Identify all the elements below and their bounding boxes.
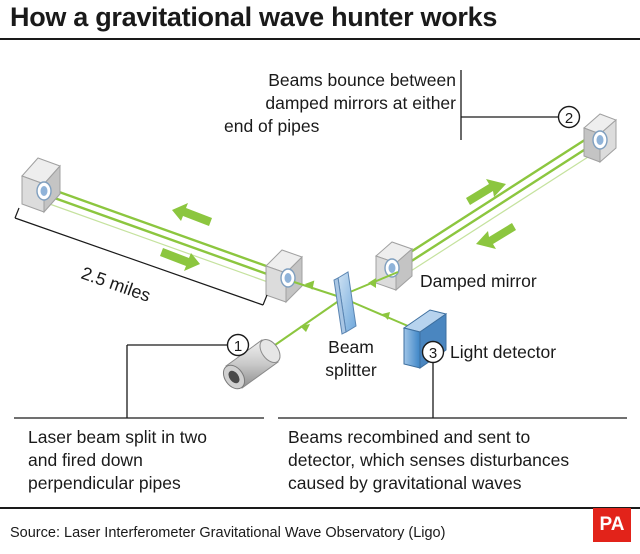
laser-beam-label: Laser beam split in two and fired down p…: [28, 426, 207, 495]
svg-text:1: 1: [234, 338, 242, 355]
right-arm-arrow-in-icon: [476, 223, 516, 249]
beams-bounce-line-2: damped mirrors at either: [265, 93, 456, 113]
footer-divider: [0, 507, 640, 509]
right-near-mirror-icon: [375, 241, 413, 292]
beams-bounce-line-1: Beams bounce between: [268, 70, 456, 90]
beam-splitter-icon: [333, 271, 357, 335]
svg-text:3: 3: [429, 345, 437, 362]
left-arm-arrow-in-icon: [160, 248, 200, 271]
recombined-line-3: caused by gravitational waves: [288, 473, 522, 493]
pa-logo: PA: [593, 508, 631, 542]
left-near-mirror-icon: [265, 249, 303, 304]
left-far-mirror-icon: [21, 157, 61, 214]
title-divider: [0, 38, 640, 40]
laser-beam-line-1: Laser beam split in two: [28, 427, 207, 447]
laser-beam-line-2: and fired down: [28, 450, 143, 470]
step-marker-2: 2: [557, 105, 581, 129]
leader-lines: [14, 70, 627, 419]
left-arm-arrow-out-icon: [172, 203, 212, 226]
beams-bounce-label: Beams bounce between damped mirrors at e…: [210, 69, 456, 138]
left-arm-beams: [43, 186, 284, 287]
recombined-line-1: Beams recombined and sent to: [288, 427, 531, 447]
svg-text:2: 2: [565, 110, 573, 127]
length-label: 2.5 miles: [79, 263, 154, 306]
recombined-line-2: detector, which senses disturbances: [288, 450, 570, 470]
beam-splitter-label: Beam splitter: [316, 336, 386, 382]
beam-splitter-line-1: Beam: [328, 337, 374, 357]
beam-splitter-line-2: splitter: [325, 360, 377, 380]
right-far-mirror-icon: [583, 113, 617, 164]
source-credit: Source: Laser Interferometer Gravitation…: [10, 525, 446, 541]
laser-emitter-icon: [222, 338, 281, 390]
laser-beam-line-3: perpendicular pipes: [28, 473, 181, 493]
recombined-label: Beams recombined and sent to detector, w…: [288, 426, 569, 495]
beams-bounce-line-3: end of pipes: [224, 116, 320, 136]
right-arm-beams: [391, 132, 603, 279]
damped-mirror-label: Damped mirror: [420, 271, 537, 291]
step-marker-1: 1: [226, 333, 250, 357]
page-title: How a gravitational wave hunter works: [10, 2, 498, 32]
right-arm-arrow-out-icon: [466, 179, 506, 205]
step-marker-3: 3: [421, 340, 445, 364]
light-detector-label: Light detector: [450, 342, 557, 362]
length-bracket: [14, 207, 268, 306]
